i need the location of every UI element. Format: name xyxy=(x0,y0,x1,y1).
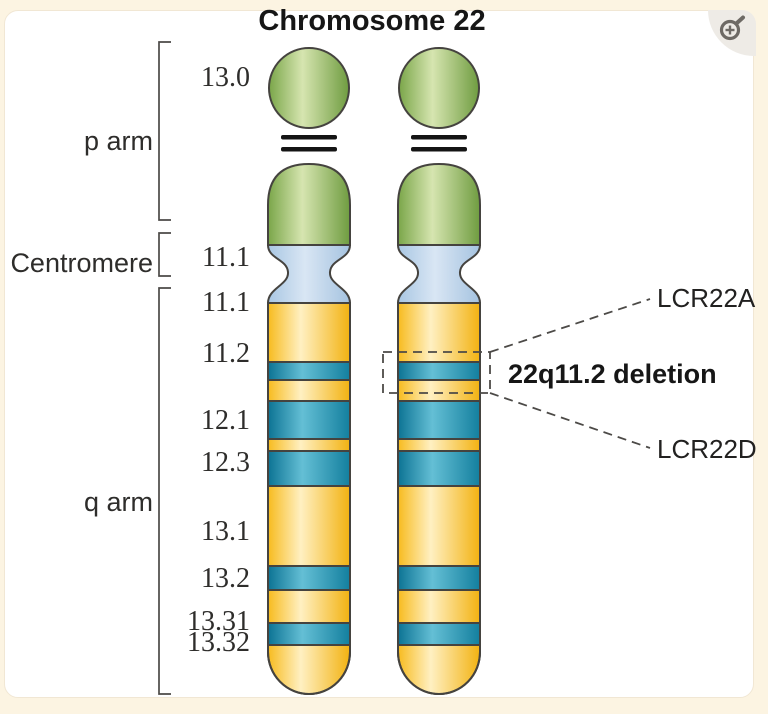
lcr22d-leader-line xyxy=(489,392,651,449)
band-label-11-1-lower: 11.1 xyxy=(202,287,250,318)
lcr22d-label: LCR22D xyxy=(657,434,757,464)
q-arm-bracket xyxy=(158,287,171,695)
band-label-13-1: 13.1 xyxy=(201,516,250,547)
band-label-13-0: 13.0 xyxy=(201,62,250,93)
deletion-region-dashed-box xyxy=(382,351,491,394)
centromere-bracket xyxy=(158,232,171,277)
band-label-13-32: 13.32 xyxy=(187,627,250,658)
band-label-11-1-upper: 11.1 xyxy=(202,242,250,273)
chromosome-right xyxy=(397,47,481,695)
magnifier-plus-icon xyxy=(719,15,745,41)
figure-card xyxy=(4,10,754,698)
band-label-11-2: 11.2 xyxy=(202,338,250,369)
lcr22a-leader-line xyxy=(489,298,651,353)
band-label-13-2: 13.2 xyxy=(201,563,250,594)
deletion-label: 22q11.2 deletion xyxy=(508,359,717,389)
lcr22a-label: LCR22A xyxy=(657,283,756,313)
p-arm-bracket xyxy=(158,41,171,221)
zoom-image-button[interactable] xyxy=(708,10,756,56)
band-label-12-1: 12.1 xyxy=(201,405,250,436)
q-arm-label: q arm xyxy=(83,487,153,517)
centromere-label: Centromere xyxy=(10,248,153,278)
band-label-12-3: 12.3 xyxy=(201,447,250,478)
figure-title: Chromosome 22 xyxy=(258,5,486,37)
p-arm-label: p arm xyxy=(83,126,153,156)
band-label-13-31: 13.31 xyxy=(187,606,250,637)
chromosome-left xyxy=(267,47,351,695)
